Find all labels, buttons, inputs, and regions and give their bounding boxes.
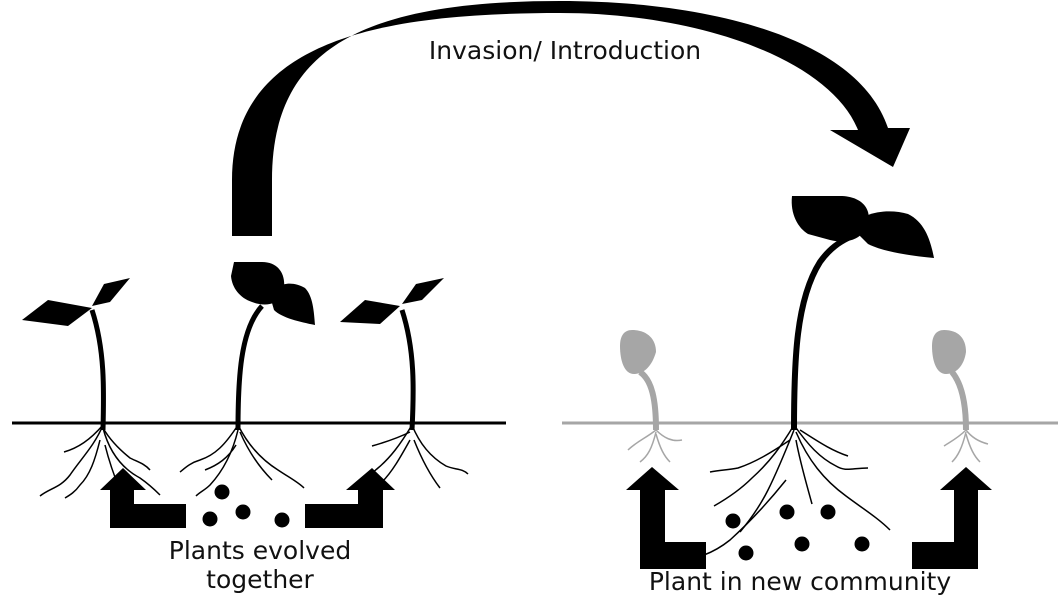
invasive-plant-origin [180,262,315,496]
native-plant-1 [22,278,160,498]
left-caption-line-2: together [110,565,410,594]
right-up-arrow-2 [912,467,992,569]
left-up-arrow-1 [100,468,186,528]
right-caption: Plant in new community [600,567,1000,596]
invasion-label: Invasion/ Introduction [380,36,750,65]
right-community [562,196,1058,569]
invasive-plant-new [704,196,934,555]
grey-plant-1 [620,330,682,462]
left-soil-microbes [203,485,290,528]
left-caption-line-1: Plants evolved [110,536,410,565]
right-soil-microbes [726,505,870,561]
left-up-arrow-2 [305,468,395,528]
left-community [12,262,506,528]
native-plant-3 [340,278,468,488]
grey-plant-2 [932,330,988,462]
left-caption: Plants evolved together [110,536,410,594]
right-up-arrow-1 [626,467,706,569]
